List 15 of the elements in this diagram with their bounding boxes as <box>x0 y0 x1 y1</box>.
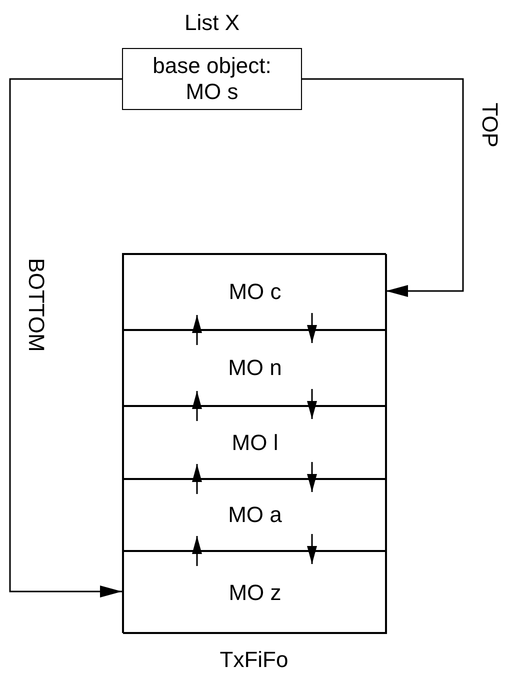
fifo-cell <box>123 254 387 330</box>
fifo-cell <box>123 551 387 634</box>
box-text: MO n <box>228 355 282 381</box>
fifo-cell <box>123 406 387 479</box>
box-text: MO z <box>228 580 282 606</box>
caption-text: TxFiFo <box>218 647 290 673</box>
box-text: MO c <box>228 279 282 305</box>
box-text: base object: MO s <box>152 53 272 105</box>
fifo-cell <box>123 479 387 551</box>
fifo-box <box>122 253 386 633</box>
box-text: MO l <box>232 430 278 456</box>
fifo-cell <box>123 330 387 406</box>
box-text: MO a <box>228 502 282 528</box>
caption-text: List X <box>183 10 241 36</box>
object-box <box>122 48 302 110</box>
